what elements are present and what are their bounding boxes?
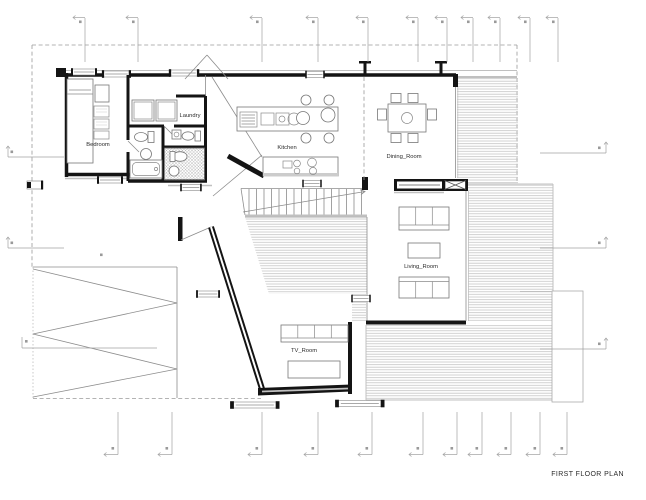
sill-tv-right [334, 398, 386, 409]
decks [245, 78, 584, 403]
deck-lower [366, 325, 553, 400]
deck-side-platform [551, 290, 584, 403]
fireplace [443, 179, 467, 191]
kitchen-sill-mark [301, 179, 323, 188]
dining-chairs [377, 93, 437, 143]
door-entry-sill [179, 183, 203, 192]
kitchen: Kitchen [236, 77, 365, 188]
ramp [21, 253, 178, 398]
column-mark-2 [435, 61, 447, 75]
tv-table [287, 360, 341, 379]
bedroom: Bedroom [66, 78, 110, 164]
dining-room: Dining_Room [377, 93, 437, 160]
section-marker [26, 180, 44, 190]
window-bedroom-top [70, 67, 98, 77]
deck-dining [457, 78, 518, 184]
laundry: Laundry [131, 99, 201, 122]
deck-living [468, 184, 553, 321]
room-label-dining: Dining_Room [386, 154, 421, 160]
room-label-living: Living_Room [404, 264, 438, 270]
tv-room: TV_Room [280, 324, 349, 379]
cooktop-counter [262, 156, 339, 177]
room-label-bedroom: Bedroom [86, 142, 110, 148]
bar-stools [296, 94, 336, 144]
wc-toilet [181, 131, 195, 141]
exterior-walls [26, 54, 517, 410]
washer [131, 99, 155, 122]
wc-sink [171, 129, 182, 140]
living-room: Living_Room [398, 206, 450, 299]
dining-south-wall [394, 179, 468, 194]
sofa-upper [398, 206, 450, 231]
coffee-table [407, 242, 441, 259]
sofa-lower [398, 276, 450, 299]
deck-center [245, 217, 367, 294]
toilet [134, 132, 148, 142]
column-mark-1 [359, 61, 371, 75]
island-sink [260, 112, 275, 126]
bathroom-tiled [164, 147, 205, 181]
window-top-3 [304, 70, 326, 79]
bed [66, 78, 94, 164]
room-label-kitchen: Kitchen [277, 145, 296, 151]
kitchen-island [236, 106, 339, 132]
bathtub [129, 159, 163, 179]
powder-room [171, 129, 201, 142]
sink [140, 148, 152, 160]
closet [93, 105, 110, 140]
stairs [240, 188, 367, 217]
window-bed-south [96, 175, 124, 185]
interior-walls [126, 75, 207, 181]
drawing-title: FIRST FLOOR PLAN [551, 471, 624, 478]
bathroom-main [129, 131, 163, 179]
dryer [155, 99, 178, 122]
tv-sofa [280, 324, 349, 343]
deck-step-mark [350, 294, 372, 303]
shower-sink [168, 165, 180, 177]
dining-table [387, 103, 427, 133]
room-label-laundry: Laundry [180, 113, 201, 119]
nightstand [94, 84, 110, 103]
sill-tv-left [229, 400, 281, 410]
room-label-tv: TV_Room [291, 348, 317, 354]
window-top-2 [168, 68, 200, 78]
window-diag-mark [195, 289, 221, 299]
